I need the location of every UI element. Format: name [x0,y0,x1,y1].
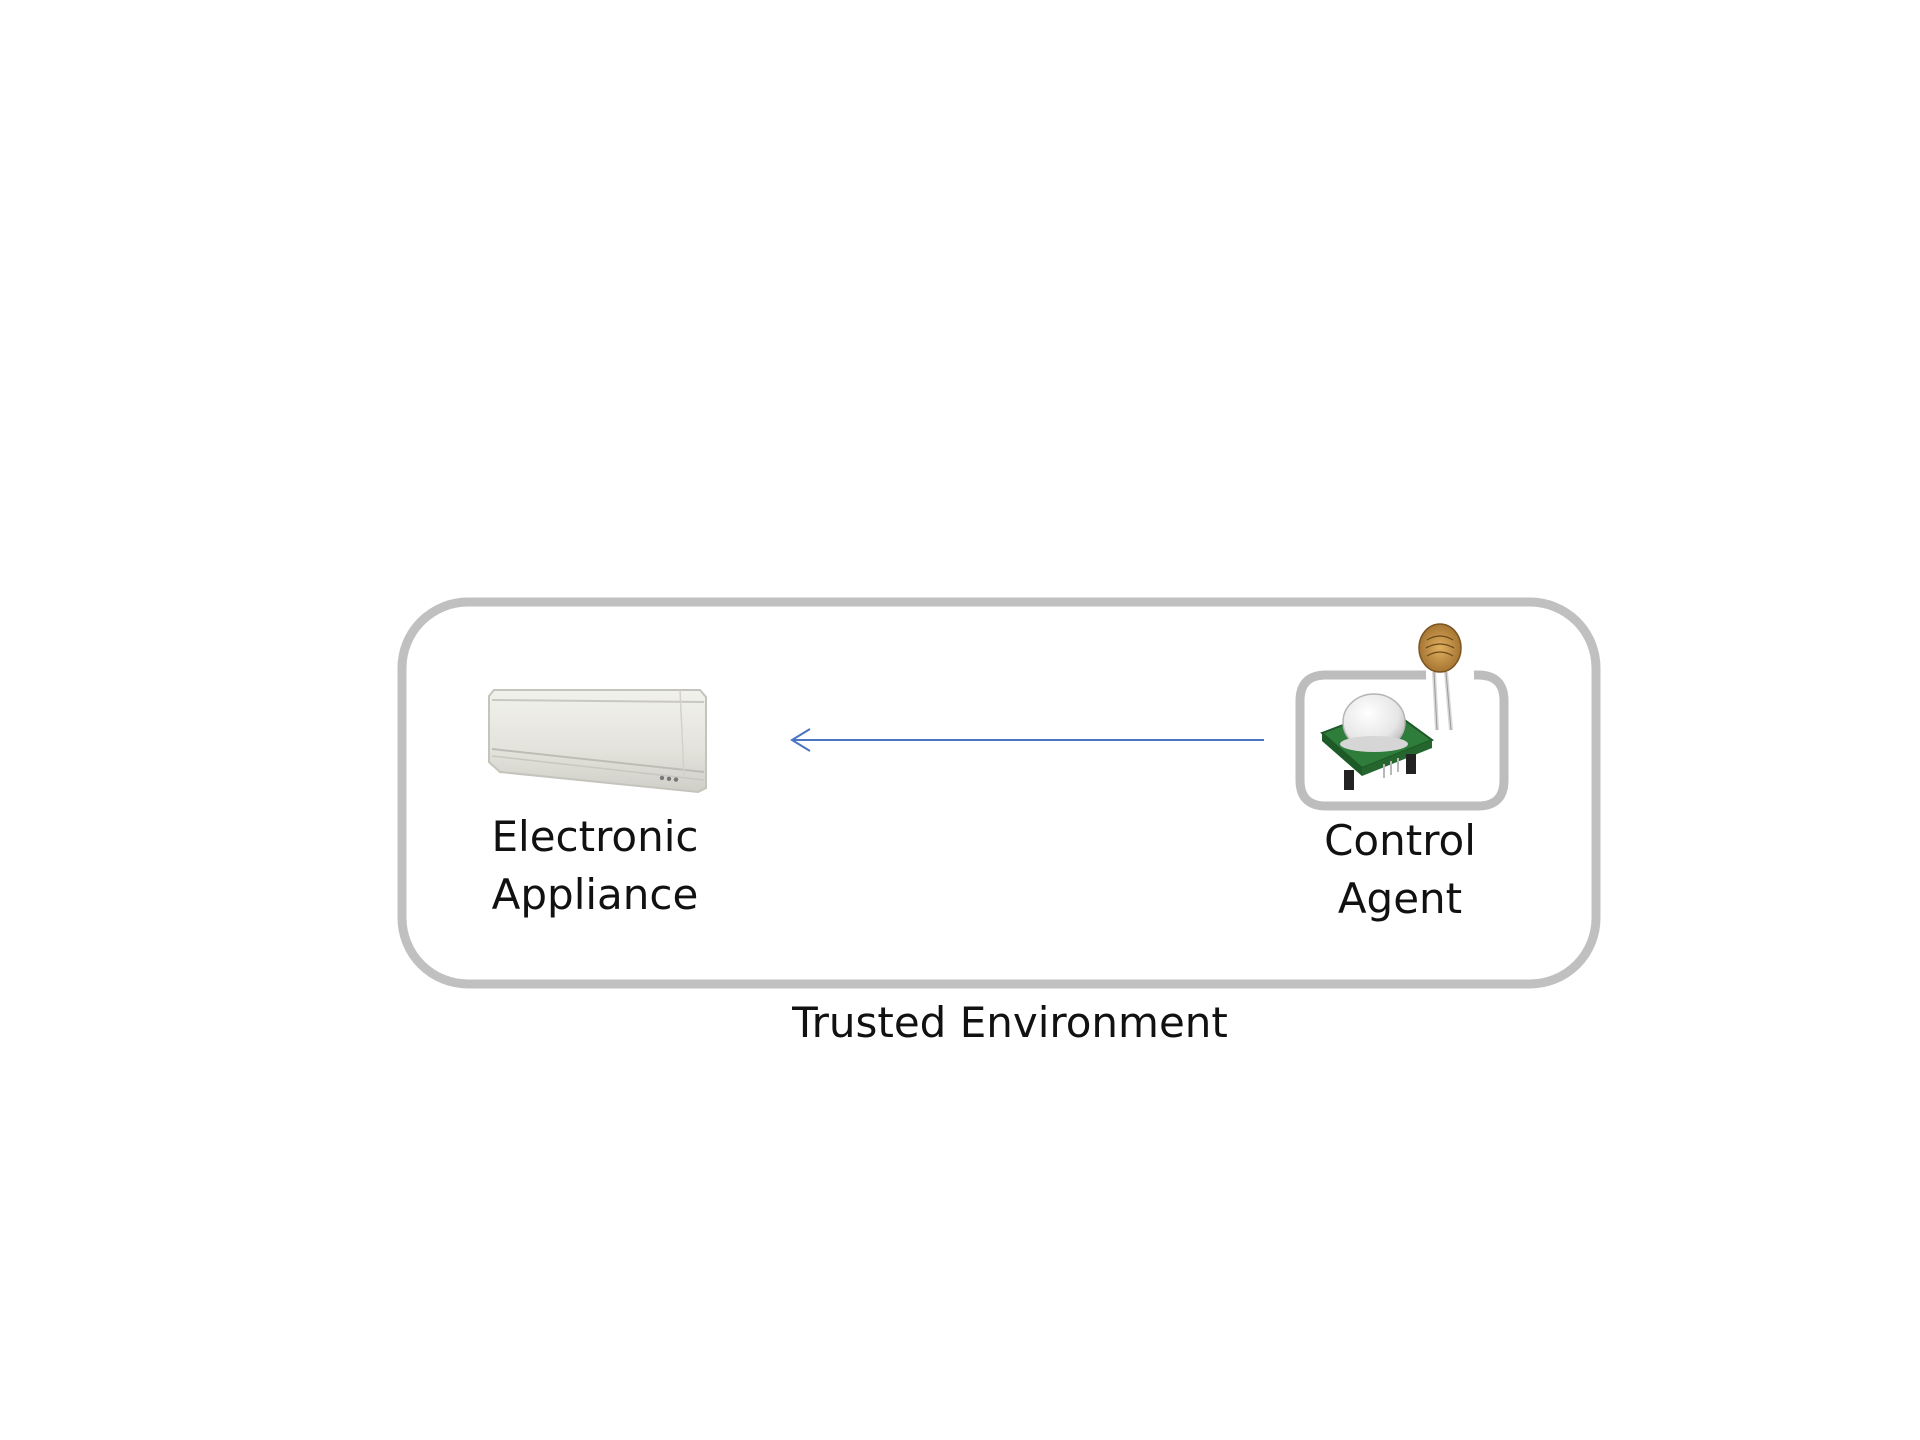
appliance-label: Electronic Appliance [430,808,760,924]
sensor-module-icon [1295,670,1509,811]
air-conditioner-icon [488,689,707,794]
control-arrow [790,728,1264,752]
agent-label: Control Agent [1250,812,1550,928]
environment-caption: Trusted Environment [792,998,1228,1047]
light-sensor-icon [1418,623,1462,731]
trusted-environment-frame [397,597,1601,989]
appliance-label-line1: Electronic [491,812,699,861]
agent-label-line2: Agent [1337,874,1463,923]
agent-label-line1: Control [1324,816,1476,865]
appliance-label-line2: Appliance [491,870,699,919]
